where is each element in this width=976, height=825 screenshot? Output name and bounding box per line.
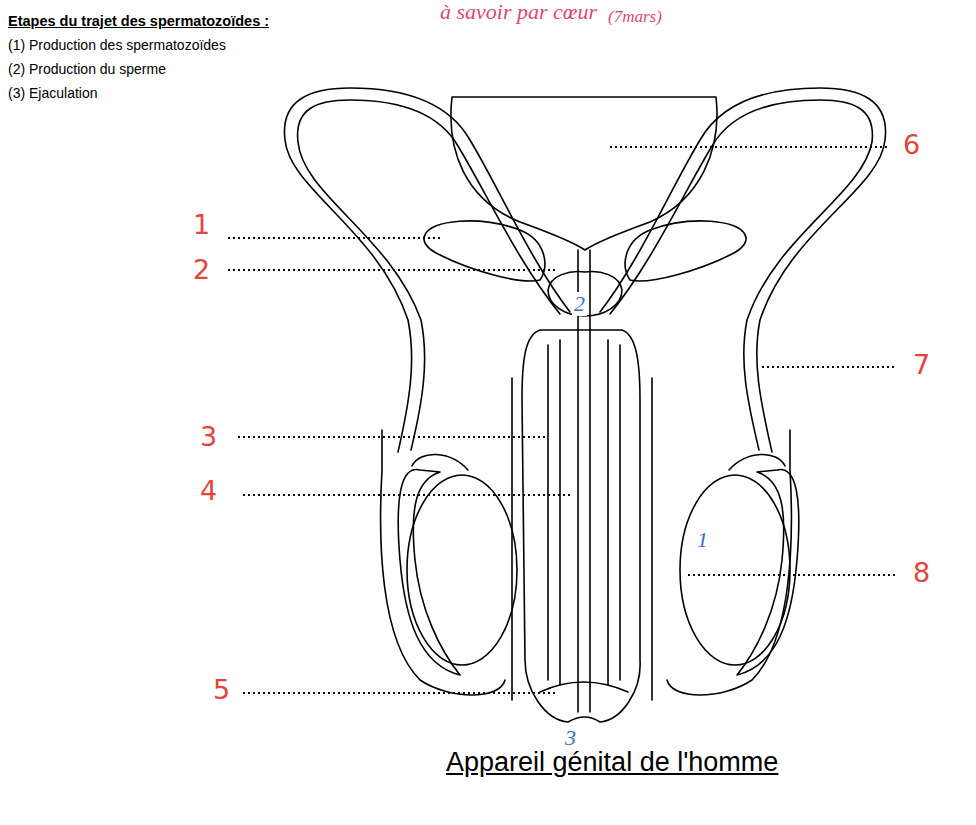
callout-number: 3 xyxy=(200,422,217,452)
callout-number: 7 xyxy=(913,350,930,380)
diagram-caption: Appareil génital de l'homme xyxy=(446,748,778,778)
step-number: 2 xyxy=(572,292,587,316)
callout-number: 2 xyxy=(193,255,210,285)
step-number: 1 xyxy=(695,528,710,552)
step-number: 3 xyxy=(563,726,578,750)
callout-number: 8 xyxy=(913,558,930,588)
callout-number: 5 xyxy=(213,675,230,705)
callout-number: 1 xyxy=(193,210,210,240)
step-item: (2) Production du sperme xyxy=(8,62,166,77)
callout-number: 6 xyxy=(903,130,920,160)
handwritten-date: (7mars) xyxy=(608,8,662,27)
step-item: (1) Production des spermatozoïdes xyxy=(8,38,226,53)
list-heading: Etapes du trajet des spermatozoïdes : xyxy=(8,14,269,30)
handwritten-note: à savoir par cœur xyxy=(440,0,597,24)
callout-number: 4 xyxy=(200,476,217,506)
step-item: (3) Ejaculation xyxy=(8,86,98,101)
